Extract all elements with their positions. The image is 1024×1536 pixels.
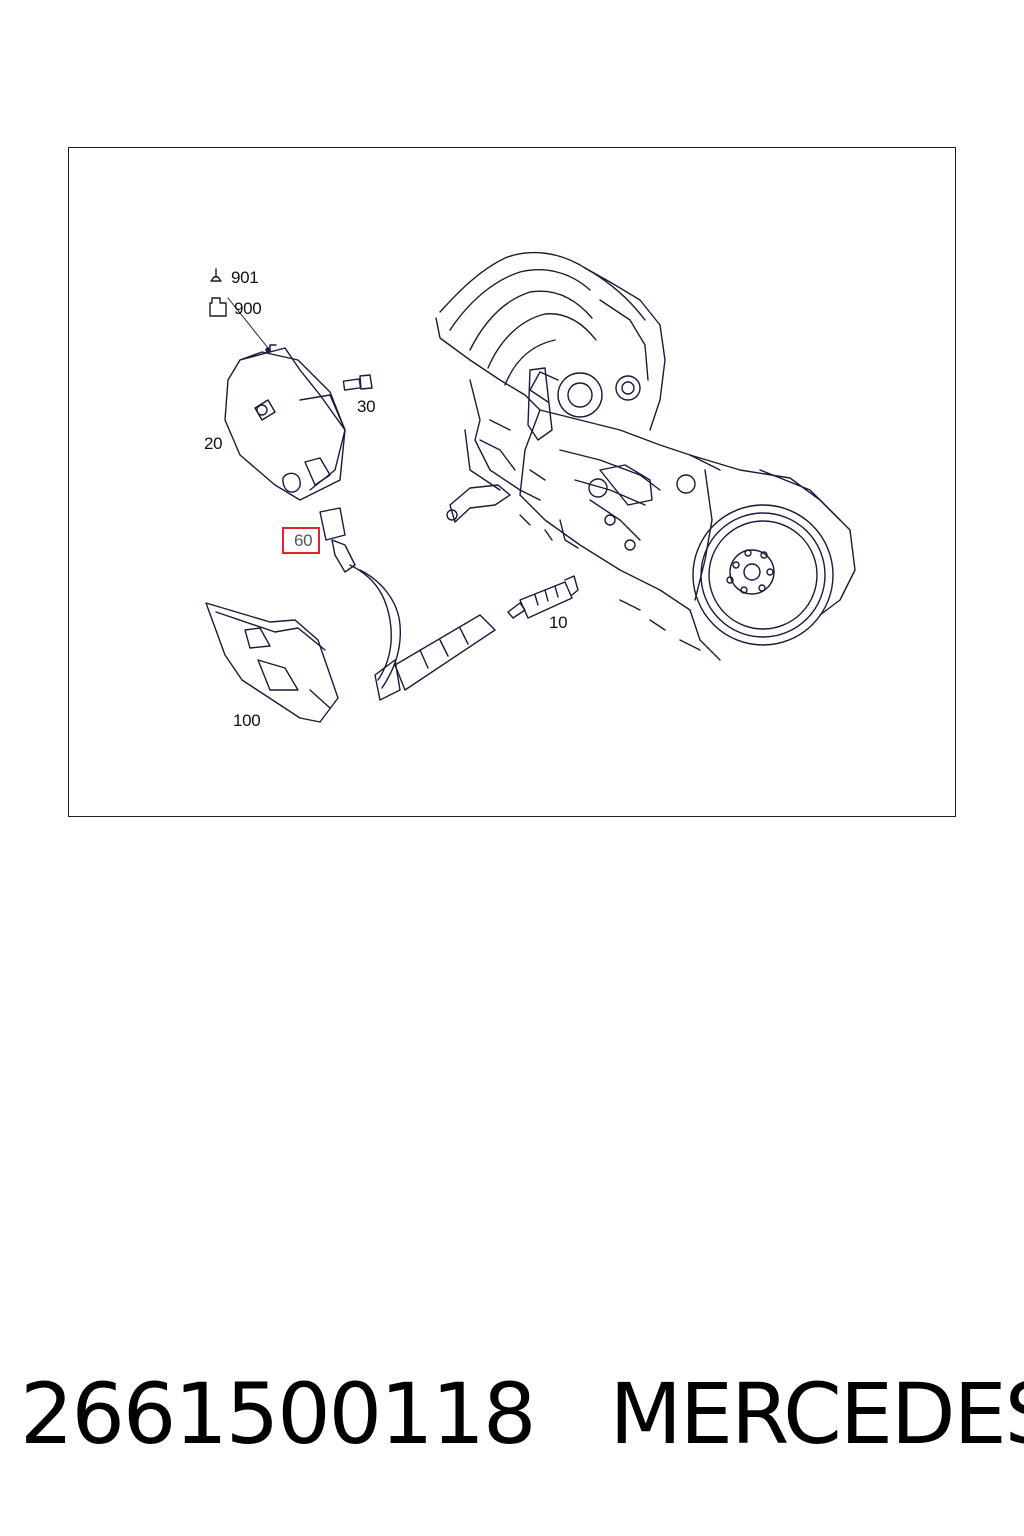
symbol-900-icon [209,297,227,317]
callout-20: 20 [204,434,223,453]
bolt-part-30 [342,374,373,391]
callout-30: 30 [357,397,376,416]
callout-901: 901 [231,268,259,287]
callout-10: 10 [549,613,568,632]
callout-900: 900 [234,299,262,318]
callout-100: 100 [233,711,261,730]
spark-plug-part-10 [507,575,579,619]
brand-name: MERCEDES [609,1365,1024,1463]
ignition-coil-part-20 [224,297,346,501]
diagram-frame [68,147,956,817]
cover-plate-part-100 [205,602,339,723]
callout-60-highlighted[interactable]: 60 [282,527,321,554]
part-number: 2661500118 [20,1365,536,1463]
engine-assembly [435,251,856,661]
symbol-901-icon [210,268,222,282]
footer-caption: 2661500118 MERCEDES [20,1365,1024,1463]
ignition-lead-part-60 [319,507,496,701]
